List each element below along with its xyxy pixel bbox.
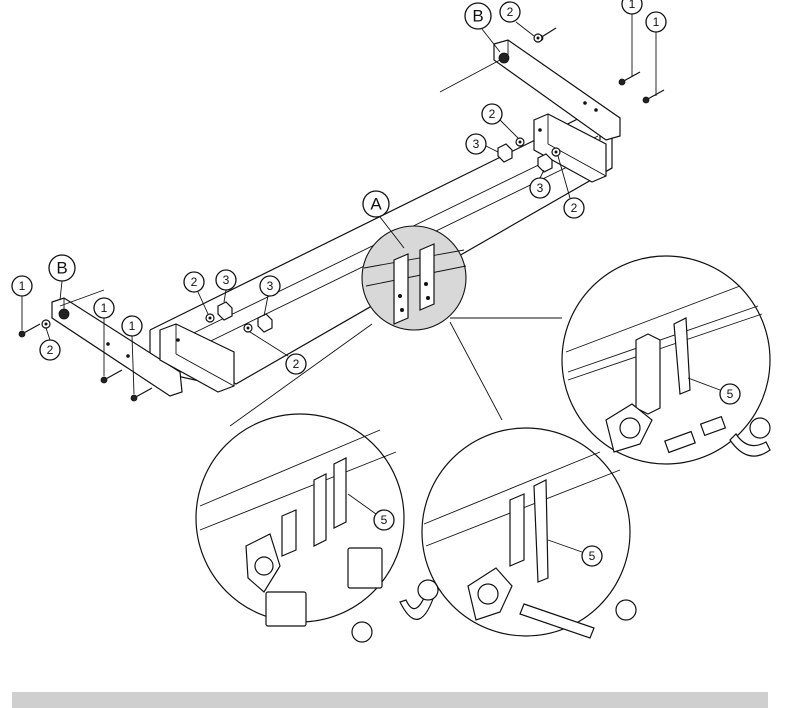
callout: 2: [481, 103, 503, 125]
svg-text:3: 3: [537, 181, 544, 195]
svg-text:2: 2: [191, 275, 198, 289]
beam-right-end: [533, 113, 607, 183]
svg-text:2: 2: [293, 357, 300, 371]
svg-text:B: B: [56, 259, 67, 278]
callout: 1: [621, 0, 643, 15]
svg-text:3: 3: [223, 273, 230, 287]
washers-and-nuts: [41, 33, 561, 333]
svg-text:B: B: [472, 7, 483, 26]
svg-text:5: 5: [589, 549, 596, 563]
callout: 5: [719, 383, 741, 405]
callout: 2: [499, 1, 521, 23]
svg-text:2: 2: [489, 107, 496, 121]
svg-text:5: 5: [727, 387, 734, 401]
svg-text:1: 1: [653, 15, 660, 29]
bottom-bar: [12, 692, 768, 708]
callout: 1: [11, 275, 33, 297]
callout: 2: [285, 353, 307, 375]
svg-text:1: 1: [19, 279, 26, 293]
callout: 3: [215, 269, 237, 291]
callout: 1: [645, 11, 667, 33]
svg-text:2: 2: [571, 201, 578, 215]
svg-text:5: 5: [381, 513, 388, 527]
beam-left-end: [159, 323, 235, 393]
svg-text:3: 3: [473, 137, 480, 151]
svg-text:3: 3: [267, 279, 274, 293]
callout: 2: [183, 271, 205, 293]
bolt-icon: [100, 369, 123, 384]
callout: 3: [465, 133, 487, 155]
svg-text:2: 2: [47, 343, 54, 357]
callout: 5: [581, 545, 603, 567]
svg-text:A: A: [370, 195, 382, 214]
svg-text:1: 1: [129, 319, 136, 333]
bolt-icon: [618, 71, 641, 86]
detail-a-magnifier: [229, 225, 562, 427]
callout: 3: [529, 177, 551, 199]
callout: 3: [259, 275, 281, 297]
detail-variant-fixed-socket: [195, 413, 439, 643]
svg-text:2: 2: [507, 5, 514, 19]
bolts: [18, 27, 665, 402]
callout: 2: [39, 339, 61, 361]
bolt-icon: [130, 387, 153, 402]
callout: A: [362, 190, 390, 218]
callout: 5: [373, 509, 395, 531]
svg-text:1: 1: [101, 301, 108, 315]
left-side-bracket: [51, 289, 183, 397]
leader-lines: [21, 14, 721, 553]
callout: B: [48, 254, 76, 282]
callout: 2: [563, 197, 585, 219]
callout: 1: [121, 315, 143, 337]
bolt-icon: [18, 323, 41, 338]
svg-text:1: 1: [629, 0, 636, 11]
callout: B: [464, 2, 492, 30]
bolt-icon: [642, 89, 665, 104]
detail-variant-detachable: [561, 255, 771, 465]
callout: 1: [93, 297, 115, 319]
detail-variant-flange: [421, 427, 637, 639]
right-side-bracket: [439, 39, 621, 141]
